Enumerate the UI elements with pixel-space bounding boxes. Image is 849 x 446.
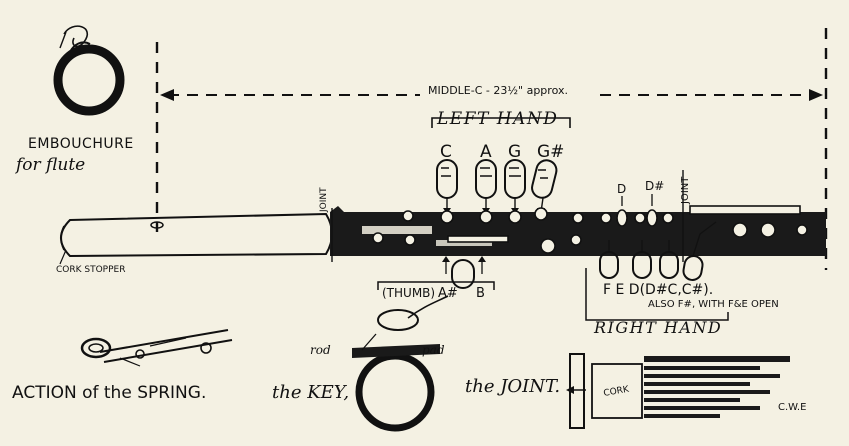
cork-stopper-label: CORK STOPPER bbox=[56, 265, 125, 275]
left-hand-bracket bbox=[431, 117, 571, 128]
joint-label: the JOINT. bbox=[465, 376, 560, 397]
right-hand-notes: F E D(D#C,C#). bbox=[603, 282, 713, 298]
right-hand-bracket bbox=[585, 268, 729, 321]
spring-illustration bbox=[80, 329, 233, 367]
left-hand-label: LEFT HAND bbox=[436, 109, 558, 129]
pad-label: pad bbox=[422, 343, 445, 357]
note-label-a: A bbox=[480, 142, 492, 162]
joint-label-right: JOINT bbox=[680, 176, 691, 205]
right-hand-fingers bbox=[599, 221, 717, 281]
key-label: the KEY, bbox=[272, 382, 349, 403]
signature: C.W.E bbox=[778, 402, 806, 413]
thumb-finger bbox=[442, 256, 486, 289]
right-hand-label: RIGHT HAND bbox=[593, 318, 722, 337]
cork-label: CORK bbox=[603, 384, 631, 398]
thumb-b-label: B bbox=[476, 286, 485, 301]
action-of-spring-label: ACTION of the SPRING. bbox=[12, 383, 206, 403]
middle-c-length-label: MIDDLE-C - 23½" approx. bbox=[428, 84, 568, 97]
joint-markers bbox=[331, 170, 684, 262]
thumb-a-sharp-label: A# bbox=[438, 286, 458, 301]
joint-label-left: JOINT bbox=[319, 187, 329, 213]
d-key-label: D bbox=[617, 182, 626, 196]
embouchure-label-line2: for flute bbox=[14, 155, 85, 175]
left-finger-arrows bbox=[443, 197, 545, 214]
note-label-c: C bbox=[440, 142, 452, 162]
left-hand-fingers bbox=[436, 159, 558, 199]
embouchure-illustration bbox=[53, 25, 125, 116]
note-label-g-sharp: G# bbox=[537, 142, 564, 162]
flute-keys bbox=[372, 205, 808, 254]
right-hand-notes-extra: ALSO F#, WITH F&E OPEN bbox=[648, 299, 779, 310]
rod-label: rod bbox=[310, 343, 331, 357]
flute-head-joint bbox=[60, 212, 333, 258]
key-illustration bbox=[352, 295, 449, 432]
embouchure-label-line1: EMBOUCHURE bbox=[28, 136, 134, 152]
thumb-bracket bbox=[377, 281, 495, 290]
joint-illustration bbox=[566, 353, 790, 429]
note-label-g: G bbox=[508, 142, 521, 162]
thumb-label: (THUMB) bbox=[382, 286, 435, 300]
d-sharp-key-label: D# bbox=[645, 179, 664, 193]
